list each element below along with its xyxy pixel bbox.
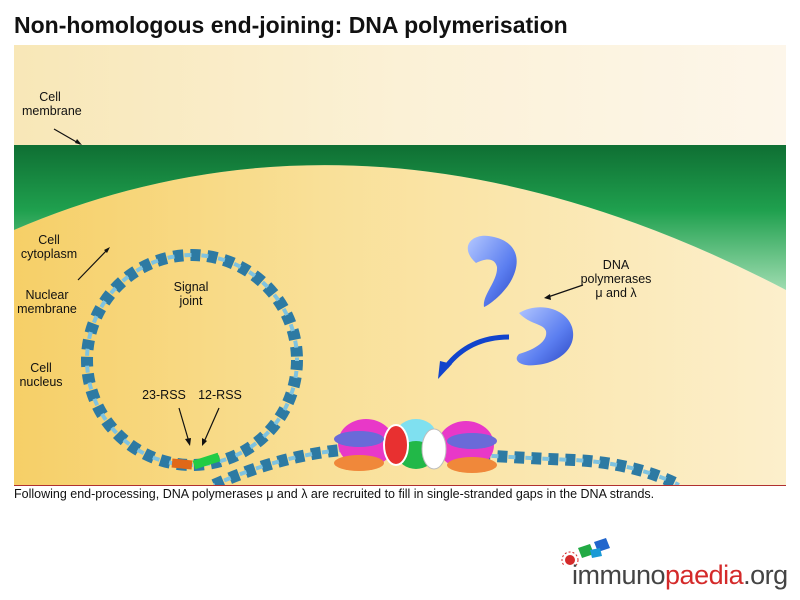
polymerase-mu [467,235,517,307]
rss23-segment [171,458,193,470]
recruitment-arrow [444,334,510,369]
nuclear-membrane-label: Nuclear membrane [17,288,77,316]
caption: Following end-processing, DNA polymerase… [14,487,655,501]
dna-polymerases-label: DNA polymerases μ and λ [580,258,652,300]
cell-cytoplasm-label: Cell cytoplasm [20,233,78,261]
rss12-segment [192,452,221,470]
caption-divider [14,485,786,486]
diagram-canvas: Cell membrane Cell cytoplasm Nuclear mem… [14,45,786,485]
rss12-label: 12-RSS [198,388,242,402]
ku-complex [334,419,497,473]
signal-joint-label: Signal joint [173,280,209,308]
rss23-label: 23-RSS [142,388,186,402]
page-title: Non-homologous end-joining: DNA polymeri… [14,12,568,38]
recruitment-arrowhead [438,361,452,379]
diagram-svg [14,45,786,485]
polymerase-lambda [516,307,574,366]
immunopaedia-logo: immunopaedia.org [560,536,788,596]
cell-membrane-band [14,145,786,290]
cell-membrane-label: Cell membrane [22,90,82,118]
cell-nucleus-label: Cell nucleus [19,361,63,389]
cell-nucleus-region [14,165,786,485]
logo-cubes-icon [561,538,610,566]
